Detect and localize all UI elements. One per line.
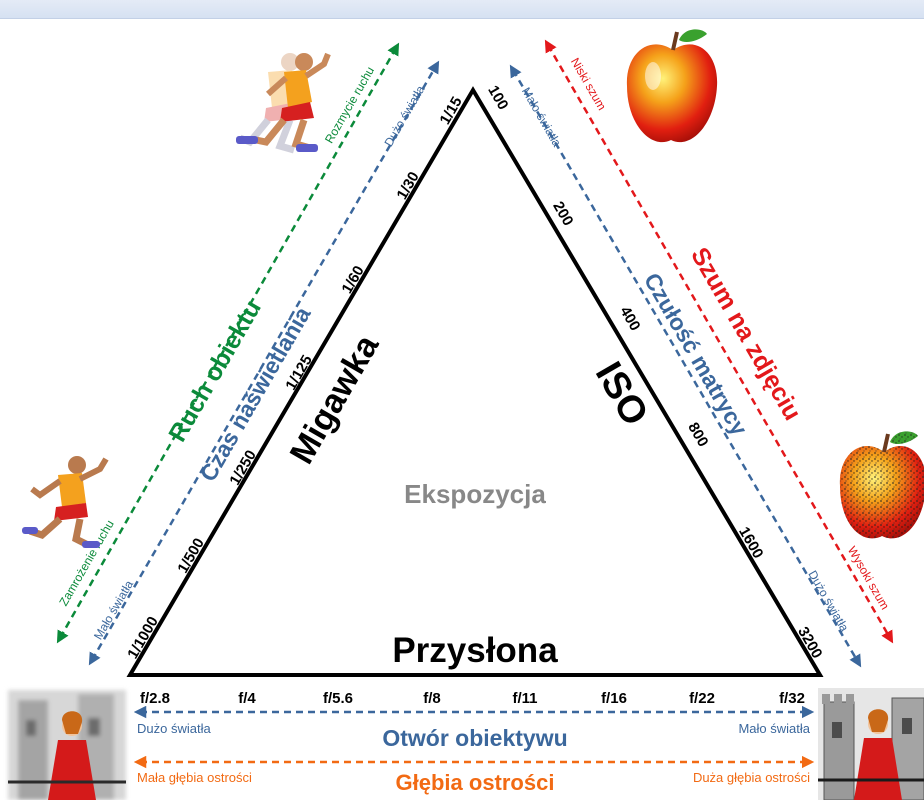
noisy-apple-icon [839,431,924,539]
motion-high-label: Rozmycie ruchu [322,64,377,146]
dof-right-label: Duża głębia ostrości [693,770,810,785]
aperture-value: f/5.6 [323,690,353,707]
aperture-value: f/8 [423,690,441,707]
aperture-value: f/4 [238,690,256,707]
aperture-title: Przysłona [392,631,558,670]
aperture-value: f/22 [689,690,715,707]
iso-high-label: Dużo światła [805,568,851,634]
woman-castle-sharp-icon [818,688,924,800]
noise-label: Szum na zdjęciu [685,243,806,425]
aperture-value: f/16 [601,690,627,707]
aperture-left-label: Dużo światła [137,721,211,736]
iso-low-label: Mało światła [519,85,564,149]
running-man-blurred-icon [236,52,331,154]
exposure-center-label: Ekspozycja [404,479,546,509]
motion-low-label: Zamrożenie ruchu [56,518,116,609]
window-top-bar [0,0,924,19]
aperture-opening-label: Otwór obiektywu [382,725,567,751]
apple-icon [626,29,718,143]
aperture-value: f/32 [779,690,805,707]
aperture-value: f/2.8 [140,690,170,707]
shutter-low-label: Mało światła [91,578,136,642]
iso-sensitivity-arrow [509,64,862,668]
woman-castle-blurred-icon [8,690,126,800]
aperture-value: f/11 [512,690,537,707]
shutter-time-arrow [88,60,440,666]
running-man-icon [22,456,109,549]
iso-value: 400 [616,304,643,334]
dof-label: Głębia ostrości [396,770,555,795]
shutter-high-label: Dużo światła [381,83,427,149]
dof-left-label: Mała głębia ostrości [137,770,252,785]
iso-value: 100 [484,83,511,113]
noise-low-label: Niski szum [568,55,609,112]
aperture-right-label: Mało światła [738,721,810,736]
iso-value: 800 [684,420,711,450]
